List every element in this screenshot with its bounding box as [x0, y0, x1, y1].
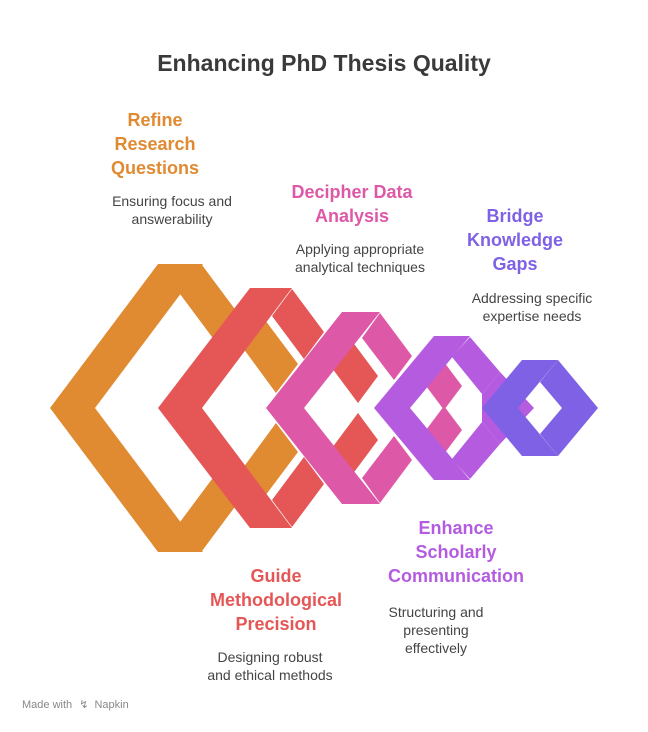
- shape-refine-outer-top: [50, 264, 203, 408]
- label-refine-research-questions: Refine Research Questions: [75, 108, 235, 180]
- shape-guide-outer-top: [158, 288, 292, 408]
- label-line: Knowledge: [466, 230, 563, 250]
- footer-attribution: Made with ↯ Napkin: [22, 698, 129, 711]
- label-line: Refine: [127, 110, 183, 130]
- chevron-decipher-data-analysis: [266, 312, 462, 504]
- shape-enhance-outer-top: [374, 336, 470, 408]
- label-line: Communication: [387, 566, 524, 586]
- label-line: Scholarly: [415, 542, 497, 562]
- desc-line: and ethical methods: [207, 667, 333, 683]
- desc-guide-methodological-precision: Designing robust and ethical methods: [180, 648, 360, 684]
- label-guide-methodological-precision: Guide Methodological Precision: [186, 564, 366, 636]
- label-line: Questions: [110, 158, 199, 178]
- desc-enhance-scholarly-communication: Structuring and presenting effectively: [356, 603, 516, 657]
- desc-line: Ensuring focus and: [112, 193, 232, 209]
- napkin-logo-icon: ↯: [79, 699, 89, 711]
- desc-line: effectively: [405, 640, 467, 656]
- label-line: Enhance: [418, 518, 494, 538]
- label-line: Gaps: [492, 254, 538, 274]
- shape-decipher-outer-top: [266, 312, 380, 408]
- label-line: Decipher Data: [291, 182, 413, 202]
- label-line: Guide: [250, 566, 302, 586]
- shape-refine-outer-bottom: [50, 408, 203, 552]
- shape-bridge-left-top: [482, 360, 558, 408]
- desc-decipher-data-analysis: Applying appropriate analytical techniqu…: [262, 240, 458, 276]
- shape-enhance-outer-bottom: [374, 408, 470, 480]
- label-line: Precision: [235, 614, 317, 634]
- footer-brand: Napkin: [94, 699, 129, 711]
- shape-enhance-inner-bottom: [452, 422, 500, 479]
- desc-refine-research-questions: Ensuring focus and answerability: [82, 192, 262, 228]
- label-enhance-scholarly-communication: Enhance Scholarly Communication: [366, 516, 546, 588]
- desc-line: Addressing specific: [471, 290, 593, 306]
- label-line: Bridge: [486, 206, 544, 226]
- desc-line: analytical techniques: [295, 259, 425, 275]
- desc-line: Designing robust: [217, 649, 323, 665]
- desc-line: Structuring and: [388, 604, 484, 620]
- label-line: Analysis: [314, 206, 390, 226]
- shape-guide-inner-top: [272, 289, 324, 359]
- label-line: Methodological: [210, 590, 342, 610]
- shape-guide-inner-bottom: [272, 457, 324, 527]
- desc-line: presenting: [403, 622, 469, 638]
- shape-bridge-right-top: [540, 360, 598, 408]
- desc-line: expertise needs: [482, 308, 582, 324]
- desc-bridge-knowledge-gaps: Addressing specific expertise needs: [440, 289, 624, 325]
- label-bridge-knowledge-gaps: Bridge Knowledge Gaps: [440, 204, 590, 276]
- shape-bridge-right-bottom: [540, 408, 598, 456]
- shape-decipher-inner-bottom: [362, 436, 412, 503]
- desc-line: answerability: [131, 211, 213, 227]
- footer-prefix: Made with: [22, 699, 73, 711]
- desc-line: Applying appropriate: [295, 241, 425, 257]
- shape-decipher-outer-bottom: [266, 408, 380, 504]
- page-title: Enhancing PhD Thesis Quality: [157, 50, 491, 76]
- shape-bridge-left-bottom: [482, 408, 558, 456]
- shape-enhance-inner-top: [452, 337, 500, 394]
- shape-decipher-inner-top: [362, 313, 412, 380]
- label-decipher-data-analysis: Decipher Data Analysis: [262, 180, 442, 228]
- chevron-bridge-knowledge-gaps: [482, 360, 598, 456]
- label-line: Research: [114, 134, 196, 154]
- shape-guide-outer-bottom: [158, 408, 292, 528]
